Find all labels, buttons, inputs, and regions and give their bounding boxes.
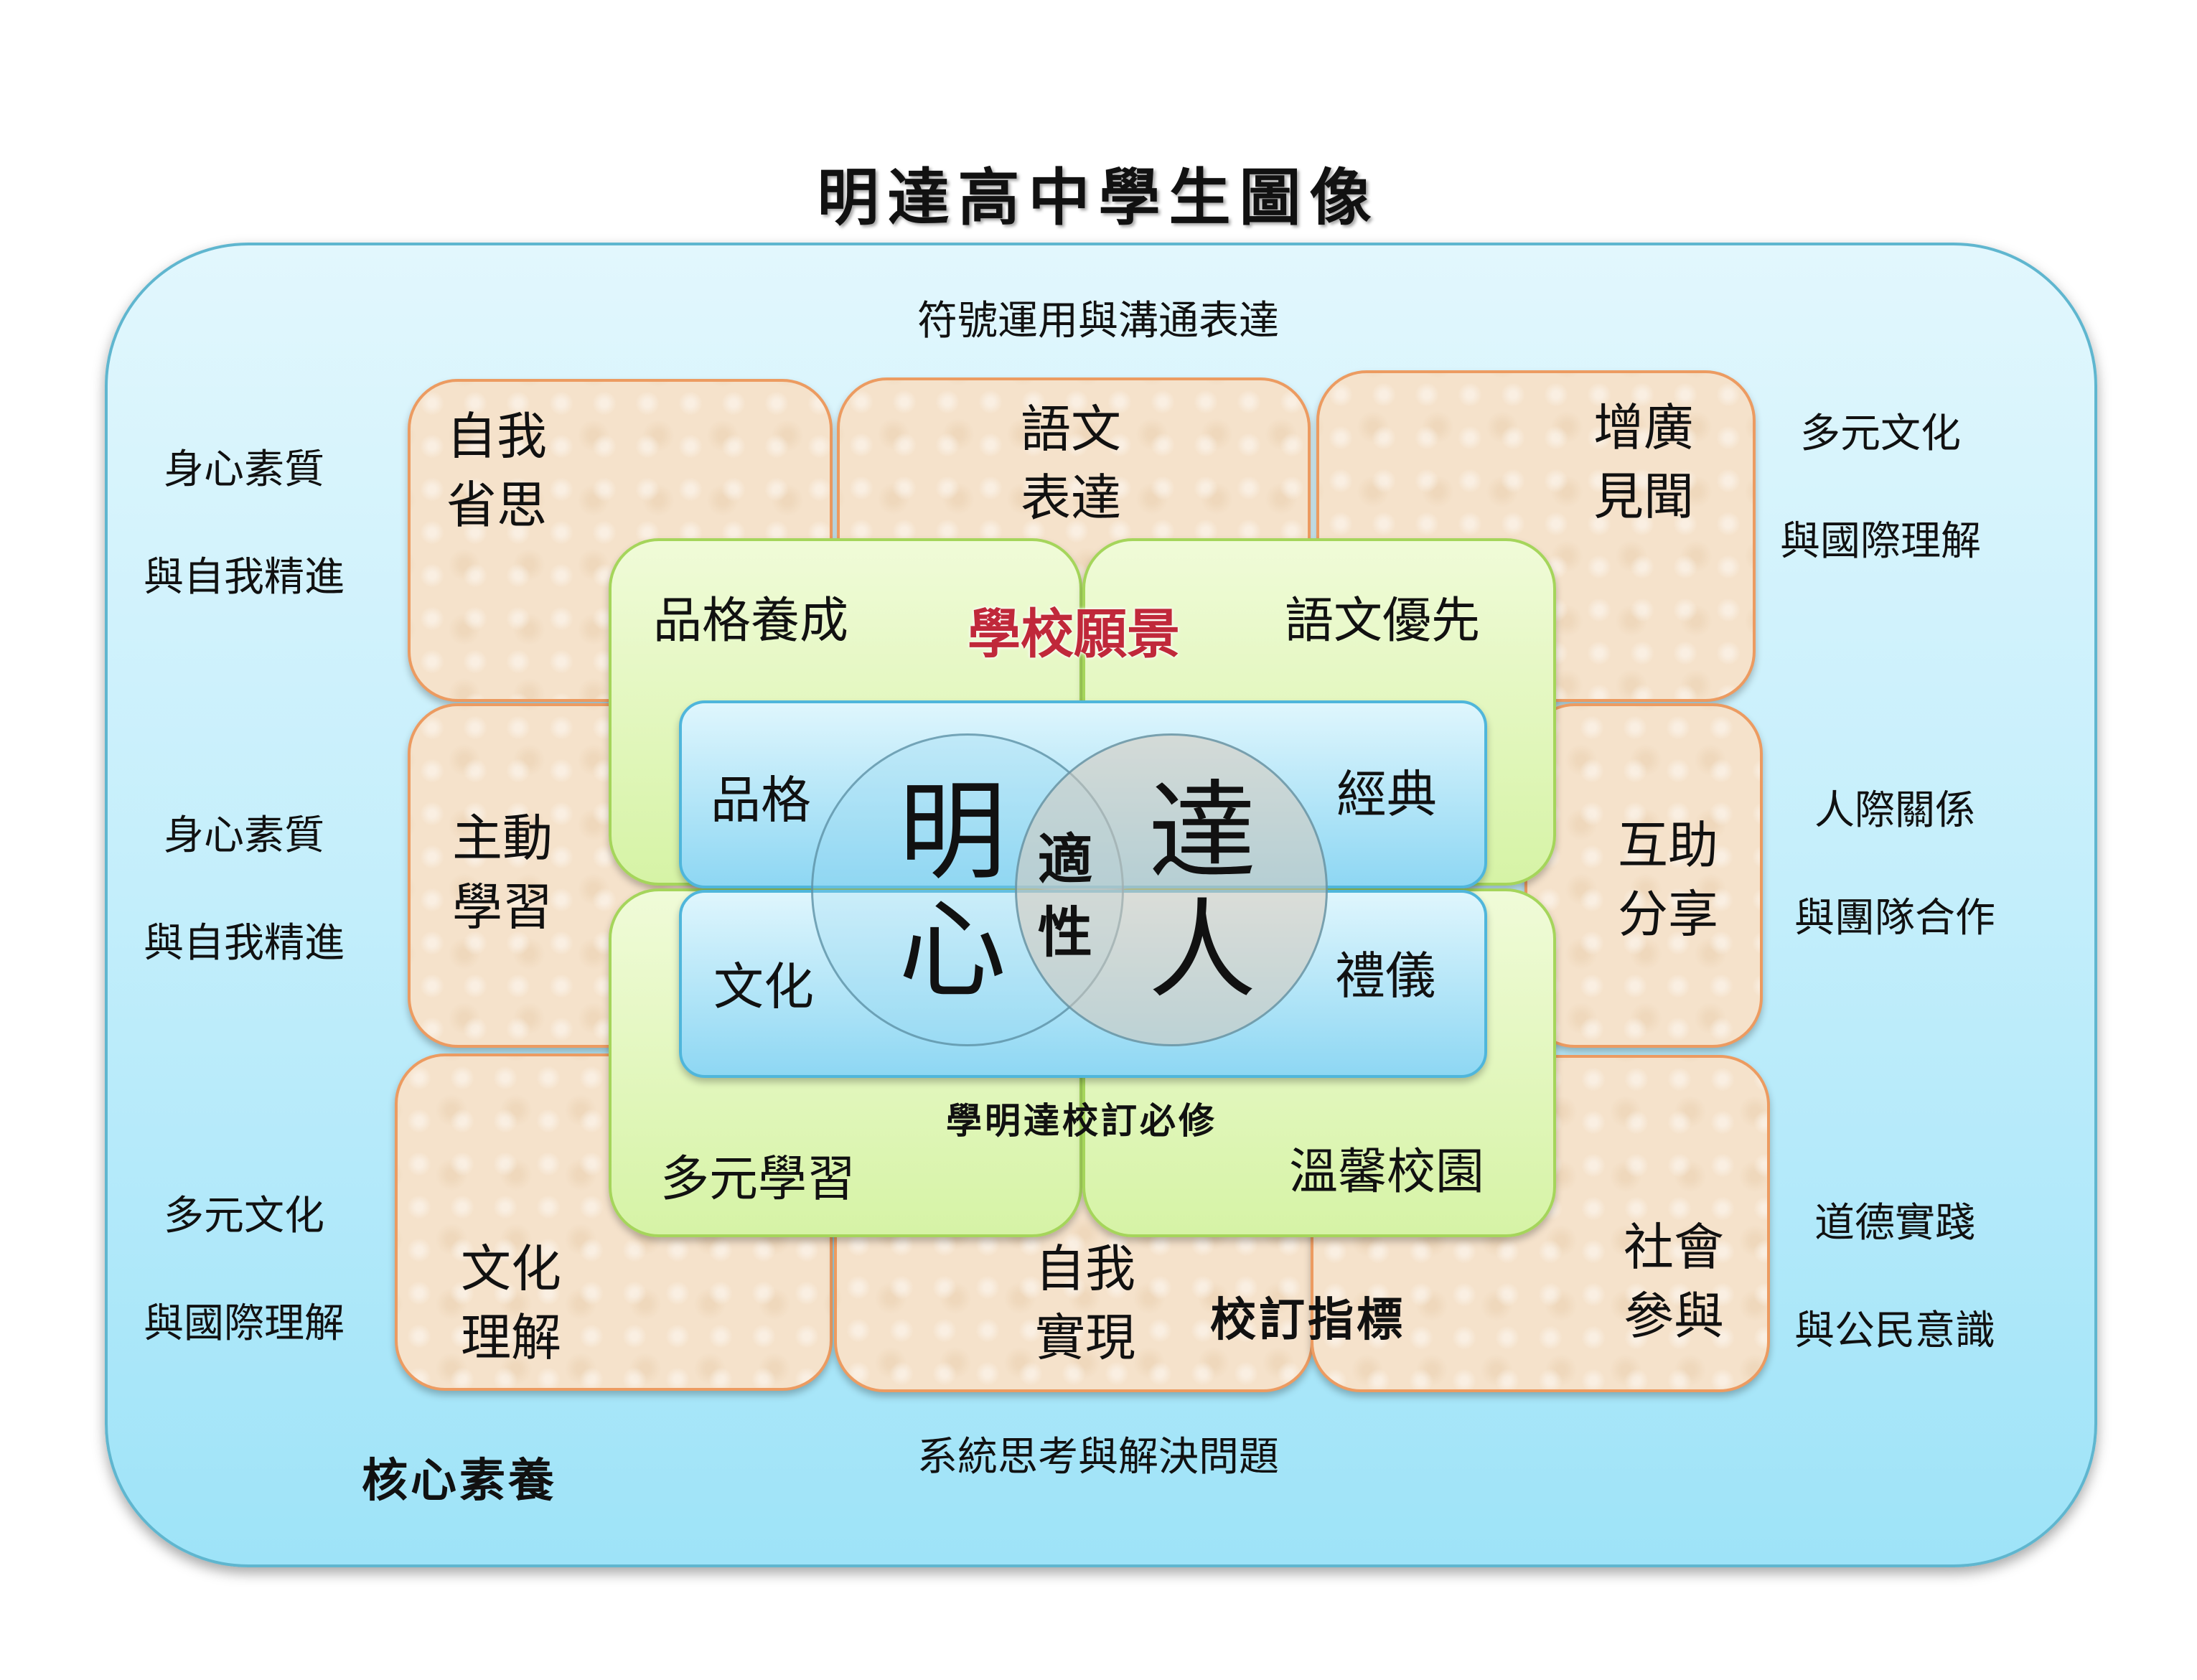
indicator-label-1: 自我 省思 <box>439 402 554 540</box>
core-left-2: 身心素質 與自我精進 <box>93 782 395 998</box>
indicator-label-6: 文化 理解 <box>454 1234 568 1372</box>
core-left-1-line2: 與自我精進 <box>144 554 345 601</box>
core-right-3-line2: 與公民意識 <box>1794 1308 1995 1354</box>
core-right-3-line1: 道德實踐 <box>1814 1200 1975 1247</box>
indicator-label-3-line2: 見聞 <box>1593 467 1694 526</box>
indicator-label-6-line2: 理解 <box>461 1308 561 1367</box>
indicator-label-3-line1: 增廣 <box>1593 398 1694 457</box>
core-right-1-line1: 多元文化 <box>1800 410 1961 457</box>
core-right-2: 人際關係 與團隊合作 <box>1744 757 2046 972</box>
vision-item-3: 多元學習 <box>660 1151 856 1208</box>
indicator-label-1-line1: 自我 <box>446 407 547 466</box>
indicators-label: 校訂指標 <box>1210 1293 1405 1347</box>
core-right-1-line2: 與國際理解 <box>1780 518 1981 565</box>
indicator-label-4: 主動 學習 <box>445 804 560 942</box>
core-right-2-line2: 與團隊合作 <box>1794 895 1995 942</box>
indicator-label-8-line1: 社會 <box>1624 1218 1724 1277</box>
indicator-label-4-line1: 主動 <box>452 809 553 868</box>
indicator-label-7-line2: 實現 <box>1035 1308 1135 1367</box>
vision-label: 學校願景 <box>968 604 1180 665</box>
indicator-label-3: 增廣 見聞 <box>1586 393 1701 531</box>
required-item-1: 品格 <box>711 771 811 830</box>
core-left-2-line2: 與自我精進 <box>144 920 345 967</box>
indicator-label-7-line1: 自我 <box>1035 1239 1135 1298</box>
core-top-label: 符號運用與溝通表達 <box>917 298 1279 344</box>
center-char-overlap-top: 適 <box>1038 827 1092 891</box>
vision-item-4: 溫馨校園 <box>1289 1144 1485 1201</box>
indicator-label-2-line2: 表達 <box>1021 469 1121 527</box>
core-right-2-line1: 人際關係 <box>1814 787 1975 834</box>
indicator-label-4-line2: 學習 <box>452 878 553 937</box>
vision-item-2: 語文優先 <box>1285 593 1481 649</box>
center-char-overlap-bottom: 性 <box>1038 901 1092 965</box>
core-left-1: 身心素質 與自我精進 <box>93 416 395 632</box>
core-left-3-line1: 多元文化 <box>164 1193 324 1239</box>
indicator-label-2-line1: 語文 <box>1021 400 1121 459</box>
required-item-2: 經典 <box>1336 765 1437 824</box>
indicator-label-5-line1: 互助 <box>1618 816 1718 875</box>
core-right-1: 多元文化 與國際理解 <box>1730 380 2031 596</box>
indicator-label-5: 互助 分享 <box>1611 811 1725 949</box>
center-char-left-top: 明 <box>899 770 1007 895</box>
indicator-label-1-line2: 省思 <box>446 476 547 535</box>
circle-right <box>1015 733 1328 1046</box>
indicator-label-8-line2: 參與 <box>1624 1287 1724 1346</box>
indicator-label-7: 自我 實現 <box>1028 1234 1143 1372</box>
indicator-label-6-line1: 文化 <box>461 1239 561 1298</box>
core-left-3: 多元文化 與國際理解 <box>93 1163 395 1378</box>
required-item-3: 文化 <box>713 957 814 1016</box>
indicator-label-5-line2: 分享 <box>1618 885 1718 944</box>
indicator-label-8: 社會 參與 <box>1616 1213 1731 1351</box>
required-label: 學明達校訂必修 <box>946 1099 1217 1142</box>
center-char-right-bottom: 人 <box>1148 888 1257 1013</box>
core-left-3-line2: 與國際理解 <box>144 1300 345 1347</box>
required-item-4: 禮儀 <box>1335 947 1435 1005</box>
core-bottom-label: 系統思考與解決問題 <box>917 1434 1279 1480</box>
core-left-1-line1: 身心素質 <box>164 446 324 493</box>
vision-item-1: 品格養成 <box>653 593 849 649</box>
core-left-2-line1: 身心素質 <box>164 812 324 859</box>
core-competency-label: 核心素養 <box>362 1454 557 1508</box>
core-right-3: 道德實踐 與公民意識 <box>1744 1170 2046 1385</box>
page-title: 明達高中學生圖像 <box>817 161 1380 234</box>
center-char-right-top: 達 <box>1148 770 1257 895</box>
indicator-label-2: 語文 表達 <box>1013 395 1128 532</box>
center-char-left-bottom: 心 <box>899 888 1007 1013</box>
